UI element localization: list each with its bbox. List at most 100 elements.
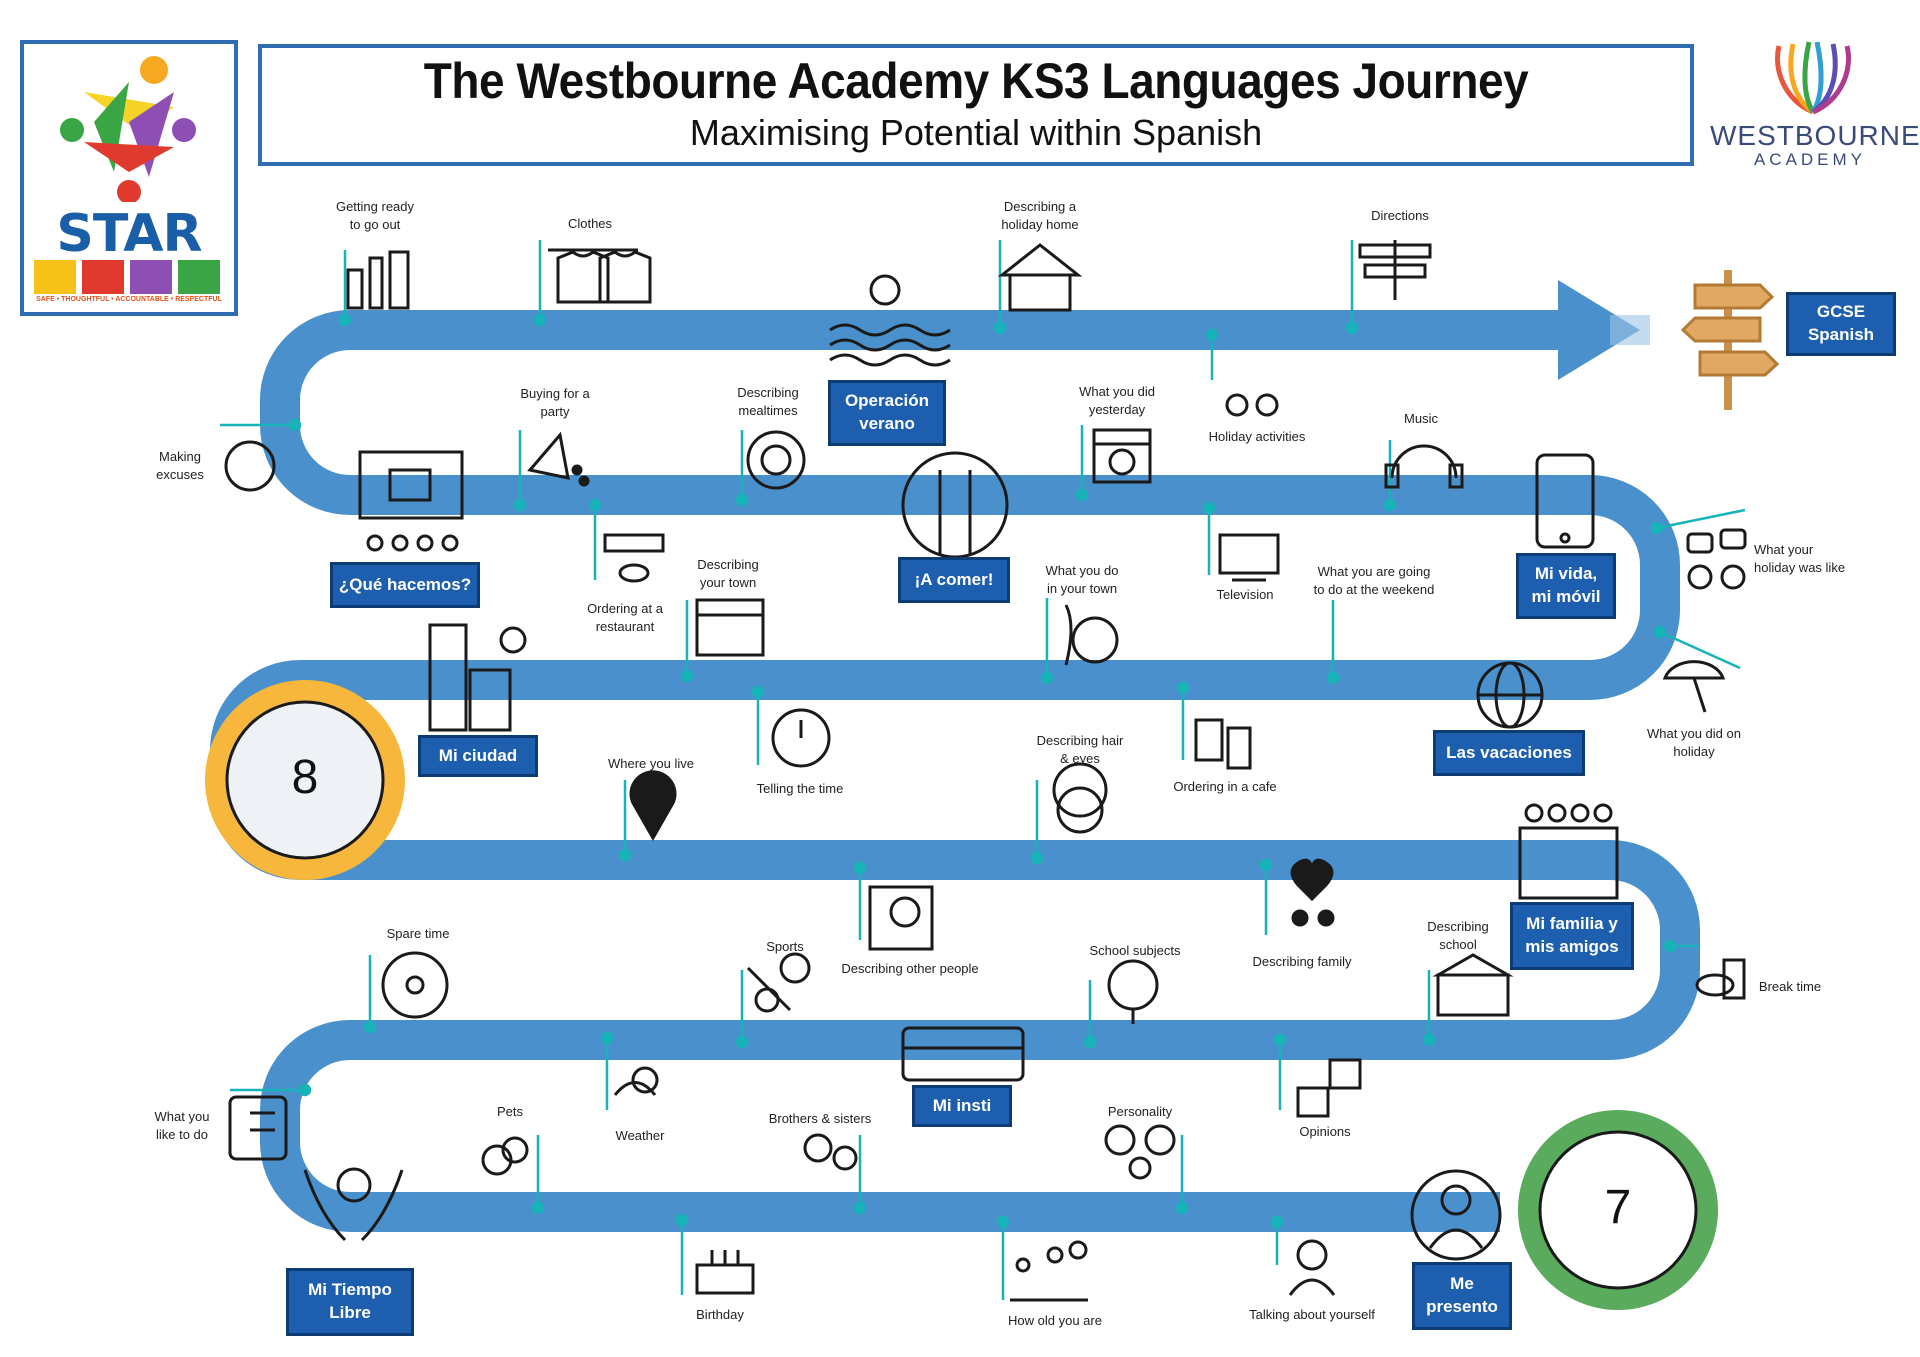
topic-label: Describing family: [1252, 954, 1352, 969]
ring-year-7: [1518, 1110, 1718, 1310]
topic-label: How old you are: [1008, 1313, 1102, 1328]
cafe-drinks-icon: [1194, 718, 1252, 770]
star-values-icons: [34, 260, 220, 294]
family-group-icon: [1518, 803, 1619, 900]
city-icon: [428, 623, 527, 732]
person-icon: [1410, 1169, 1502, 1261]
topic-label: Television: [1216, 587, 1274, 602]
sports-equipment-icon: [746, 952, 811, 1013]
unit-a-comer: ¡A comer!: [898, 557, 1010, 603]
star-logo-word: STAR: [56, 204, 202, 264]
unit-mi-tiempo-libre: Mi Tiempo Libre: [286, 1268, 414, 1336]
bowling-icon: [1064, 604, 1119, 666]
phone-icon: [1535, 453, 1595, 549]
star-logo-values: SAFE • THOUGHTFUL • ACCOUNTABLE • RESPEC…: [36, 296, 222, 303]
topic-label: Spare time: [386, 926, 450, 941]
globe-subjects-icon: [1107, 959, 1159, 1024]
personality-faces-icon: [1104, 1124, 1176, 1180]
topic-label: Sports: [766, 939, 804, 954]
topic-label: Talking about yourself: [1249, 1307, 1375, 1322]
meal-plate-icon: [746, 430, 806, 490]
topic-label: Describing other people: [841, 961, 979, 976]
pencil-case-icon: [901, 1026, 1025, 1082]
topic-label: Ordering at a restaurant: [587, 601, 663, 635]
beach-umbrella-icon: [1662, 660, 1726, 713]
unit-las-vacaciones: Las vacaciones: [1433, 730, 1585, 776]
unit-operacion-verano: Operación verano: [828, 380, 946, 446]
title-banner: The Westbourne Academy KS3 Languages Jou…: [258, 44, 1694, 166]
unit-que-hacemos: ¿Qué hacemos?: [330, 562, 480, 608]
road-arrow-head: [1558, 280, 1640, 380]
clothes-hanger-icon: [548, 248, 652, 304]
unit-me-presento: Me presento: [1412, 1262, 1512, 1330]
cinema-icon: [358, 450, 464, 552]
face-scan-icon: [868, 885, 934, 951]
topic-label: Describing hair & eyes: [1036, 733, 1124, 767]
unit-mi-familia: Mi familia y mis amigos: [1510, 902, 1634, 970]
star-logo: STAR SAFE • THOUGHTFUL • ACCOUNTABLE • R…: [20, 40, 238, 316]
globe-plane-icon: [1476, 661, 1544, 729]
unit-mi-vida-mi-movil: Mi vida, mi móvil: [1516, 553, 1616, 619]
checklist-heart-icon: [228, 1095, 288, 1161]
destination-gcse: GCSE Spanish: [1786, 292, 1896, 356]
siblings-icon: [803, 1133, 858, 1171]
birthday-cake-icon: [695, 1250, 755, 1295]
topic-label: Telling the time: [756, 781, 844, 796]
face-curly-hair-icon: [1052, 762, 1108, 834]
speaker-person-icon: [1288, 1239, 1336, 1296]
party-popper-icon: [527, 431, 590, 487]
topic-label: What you did yesterday: [1079, 384, 1155, 418]
topic-label: What your holiday was like: [1754, 542, 1846, 576]
alarm-clock-icon: [303, 1167, 404, 1242]
topic-label: What you did on holiday: [1647, 726, 1741, 760]
restaurant-burger-icon: [603, 533, 665, 583]
topic-label: Holiday activities: [1208, 429, 1306, 444]
pets-icon: [481, 1136, 529, 1176]
page-title: The Westbourne Academy KS3 Languages Jou…: [423, 53, 1529, 109]
topic-label: Clothes: [567, 216, 613, 231]
direction-sign-icon: [1358, 240, 1432, 300]
topic-label: Opinions: [1299, 1124, 1351, 1139]
ring-year-8: [205, 680, 405, 880]
star-figure-icon: [60, 56, 196, 202]
topic-label: Making excuses: [156, 449, 204, 483]
topic-label: What you like to do: [154, 1109, 210, 1143]
topic-label: Describing school: [1427, 919, 1489, 953]
stopwatch-icon: [771, 708, 831, 768]
chat-people-icon: [1686, 528, 1747, 590]
page-subtitle: Maximising Potential within Spanish: [689, 112, 1263, 153]
topic-label: Describing your town: [697, 557, 759, 591]
topic-label: Brothers & sisters: [768, 1111, 872, 1126]
topic-label: Break time: [1758, 979, 1822, 994]
school-name-sub: ACADEMY: [1753, 150, 1867, 169]
road-row-2: [350, 840, 1700, 1060]
thumbs-up-down-icon: [1296, 1058, 1362, 1118]
topic-label: Pets: [496, 1104, 523, 1119]
age-growth-icon: [1010, 1240, 1088, 1302]
calendar-icon: [1092, 428, 1152, 484]
topic-label: Weather: [615, 1128, 665, 1143]
end-year-number: 8: [291, 751, 319, 804]
guitar-vinyl-icon: [381, 951, 449, 1019]
topic-label: Directions: [1371, 208, 1429, 223]
headphones-icon: [1384, 444, 1464, 489]
school-name: WESTBOURNE: [1710, 120, 1920, 151]
topic-label: Where you live: [608, 756, 694, 771]
school-building-icon: [1432, 953, 1514, 1017]
topic-label: Personality: [1107, 1104, 1173, 1119]
topic-label: Describing a holiday home: [1001, 199, 1079, 233]
topic-label: Music: [1404, 411, 1438, 426]
heart-family-icon: [1290, 858, 1335, 927]
westbourne-logo-icon: [1775, 41, 1851, 115]
weather-icon: [613, 1066, 659, 1096]
cyclist-icon: [1225, 393, 1279, 417]
worried-face-icon: [224, 440, 276, 492]
topic-label: Getting ready to go out: [335, 199, 415, 233]
start-year-number: 7: [1604, 1181, 1632, 1234]
unit-mi-ciudad: Mi ciudad: [418, 735, 538, 777]
snack-icon: [1695, 958, 1746, 1000]
topic-label: Describing mealtimes: [737, 385, 799, 419]
location-pin-icon: [629, 770, 677, 842]
unit-mi-insti: Mi insti: [912, 1085, 1012, 1127]
